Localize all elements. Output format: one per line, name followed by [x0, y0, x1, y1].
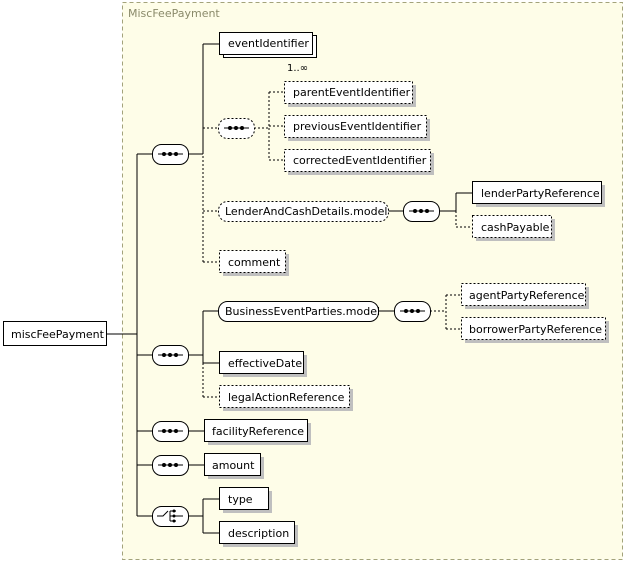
element-lender-party-reference[interactable]: lenderPartyReference	[472, 181, 606, 208]
facility-reference-label: facilityReference	[212, 425, 304, 438]
region-title: MiscFeePayment	[128, 7, 220, 20]
legal-action-reference-label: legalActionReference	[228, 391, 345, 404]
event-identifier-label: eventIdentifier	[228, 37, 309, 50]
borrower-party-reference-label: borrowerPartyReference	[469, 323, 602, 336]
element-previous-event-identifier[interactable]: previousEventIdentifier	[284, 115, 431, 142]
amount-label: amount	[212, 459, 255, 472]
lender-party-reference-label: lenderPartyReference	[481, 187, 600, 200]
element-parent-event-identifier[interactable]: parentEventIdentifier	[284, 81, 417, 108]
description-label: description	[228, 527, 289, 540]
element-description[interactable]: description	[219, 521, 299, 548]
corrected-event-identifier-label: correctedEventIdentifier	[293, 154, 427, 167]
root-label: miscFeePayment	[11, 328, 105, 341]
sequence-compositor-icon[interactable]	[394, 301, 431, 322]
root-element-misc-fee-payment[interactable]: miscFeePayment	[3, 321, 107, 346]
business-event-parties-model-label: BusinessEventParties.model	[225, 305, 380, 318]
element-comment[interactable]: comment	[219, 250, 290, 277]
comment-label: comment	[228, 256, 281, 269]
cash-payable-label: cashPayable	[481, 221, 550, 234]
agent-party-reference-label: agentPartyReference	[469, 289, 585, 302]
element-amount[interactable]: amount	[204, 453, 265, 480]
element-borrower-party-reference[interactable]: borrowerPartyReference	[461, 317, 610, 344]
sequence-compositor-icon[interactable]	[152, 345, 189, 366]
sequence-compositor-icon[interactable]	[403, 201, 440, 222]
group-lender-and-cash-details-model[interactable]: LenderAndCashDetails.model	[218, 201, 389, 222]
element-event-identifier[interactable]: eventIdentifier	[219, 32, 317, 58]
previous-event-identifier-label: previousEventIdentifier	[293, 120, 422, 133]
element-type[interactable]: type	[219, 487, 273, 514]
element-facility-reference[interactable]: facilityReference	[204, 419, 312, 446]
sequence-compositor-icon[interactable]	[218, 118, 255, 139]
parent-event-identifier-label: parentEventIdentifier	[293, 86, 411, 99]
type-label: type	[228, 493, 253, 506]
element-effective-date[interactable]: effectiveDate	[219, 351, 308, 378]
choice-compositor-icon[interactable]	[152, 506, 189, 527]
element-cash-payable[interactable]: cashPayable	[472, 215, 556, 242]
event-identifier-cardinality: 1..∞	[287, 63, 308, 74]
lender-and-cash-details-model-label: LenderAndCashDetails.model	[225, 205, 387, 218]
element-legal-action-reference[interactable]: legalActionReference	[219, 385, 354, 412]
element-agent-party-reference[interactable]: agentPartyReference	[461, 283, 590, 310]
effective-date-label: effectiveDate	[228, 357, 302, 370]
group-business-event-parties-model[interactable]: BusinessEventParties.model	[218, 301, 381, 322]
sequence-compositor-icon[interactable]	[152, 144, 189, 165]
element-corrected-event-identifier[interactable]: correctedEventIdentifier	[284, 149, 435, 176]
sequence-compositor-icon[interactable]	[152, 421, 189, 442]
sequence-compositor-icon[interactable]	[152, 455, 189, 476]
